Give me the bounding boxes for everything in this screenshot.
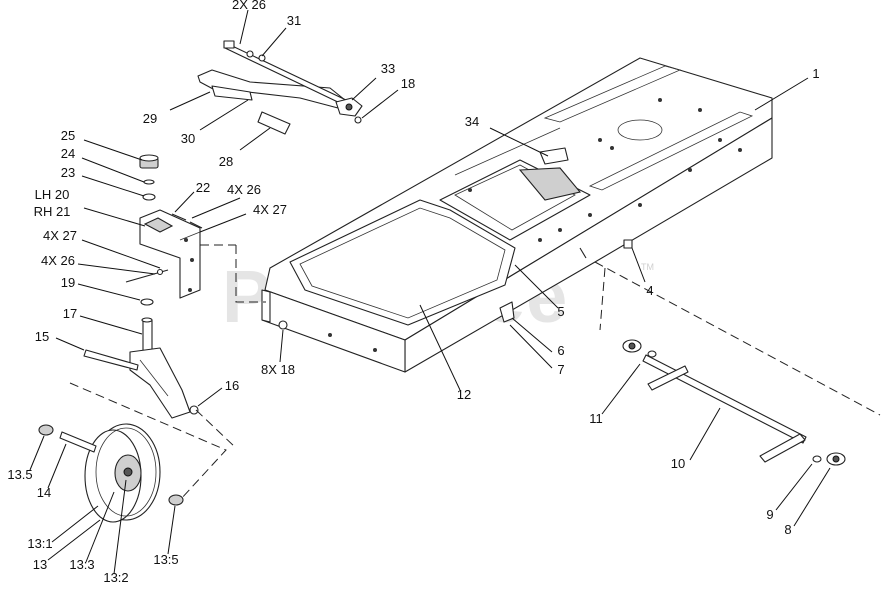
callout-4x26-b: 4X 26 [41, 253, 75, 268]
callout-19: 19 [61, 275, 75, 290]
callout-8x18: 8X 18 [261, 362, 295, 377]
callout-30: 30 [181, 131, 195, 146]
callout-29: 29 [143, 111, 157, 126]
callout-34: 34 [465, 114, 479, 129]
caster-wheel [38, 423, 184, 523]
callout-5: 5 [557, 304, 564, 319]
main-frame [261, 57, 773, 373]
caster-fork [69, 298, 237, 501]
callout-16: 16 [225, 378, 239, 393]
callout-28: 28 [219, 154, 233, 169]
callout-17: 17 [63, 306, 77, 321]
callout-23: 23 [61, 165, 75, 180]
leader-lines [29, 9, 831, 575]
callout-lh20: LH 20 [35, 187, 70, 202]
callout-13-3: 13:3 [69, 557, 94, 572]
callout-6: 6 [557, 343, 564, 358]
callout-25: 25 [61, 128, 75, 143]
callout-14: 14 [37, 485, 51, 500]
callout-10: 10 [671, 456, 685, 471]
callout-13-5-right: 13:5 [153, 552, 178, 567]
callout-12: 12 [457, 387, 471, 402]
rear-axle [499, 239, 881, 466]
frame-nut [278, 320, 288, 330]
callout-18-top: 18 [401, 76, 415, 91]
callout-7: 7 [557, 362, 564, 377]
callout-22: 22 [196, 180, 210, 195]
callout-4: 4 [646, 283, 653, 298]
steering-arm-assembly [197, 40, 363, 135]
callout-1: 1 [812, 66, 819, 81]
callout-13-1: 13:1 [27, 536, 52, 551]
callout-labels: 2X 26 31 33 18 29 30 28 1 34 25 24 23 LH… [7, 0, 819, 585]
callout-4x27-a: 4X 27 [253, 202, 287, 217]
callout-rh21: RH 21 [34, 204, 71, 219]
callout-2x26-top: 2X 26 [232, 0, 266, 12]
watermark-tm: TM [641, 262, 654, 272]
callout-4x27-b: 4X 27 [43, 228, 77, 243]
callout-11: 11 [589, 411, 603, 426]
callout-9: 9 [766, 507, 773, 522]
callout-13-2: 13:2 [103, 570, 128, 585]
callout-13-5-left: 13.5 [7, 467, 32, 482]
callout-13: 13 [33, 557, 47, 572]
callout-15: 15 [35, 329, 49, 344]
callout-4x26-a: 4X 26 [227, 182, 261, 197]
caster-pivot-bracket [125, 154, 266, 303]
callout-8: 8 [784, 522, 791, 537]
callout-24: 24 [61, 146, 75, 161]
callout-31: 31 [287, 13, 301, 28]
callout-33: 33 [381, 61, 395, 76]
